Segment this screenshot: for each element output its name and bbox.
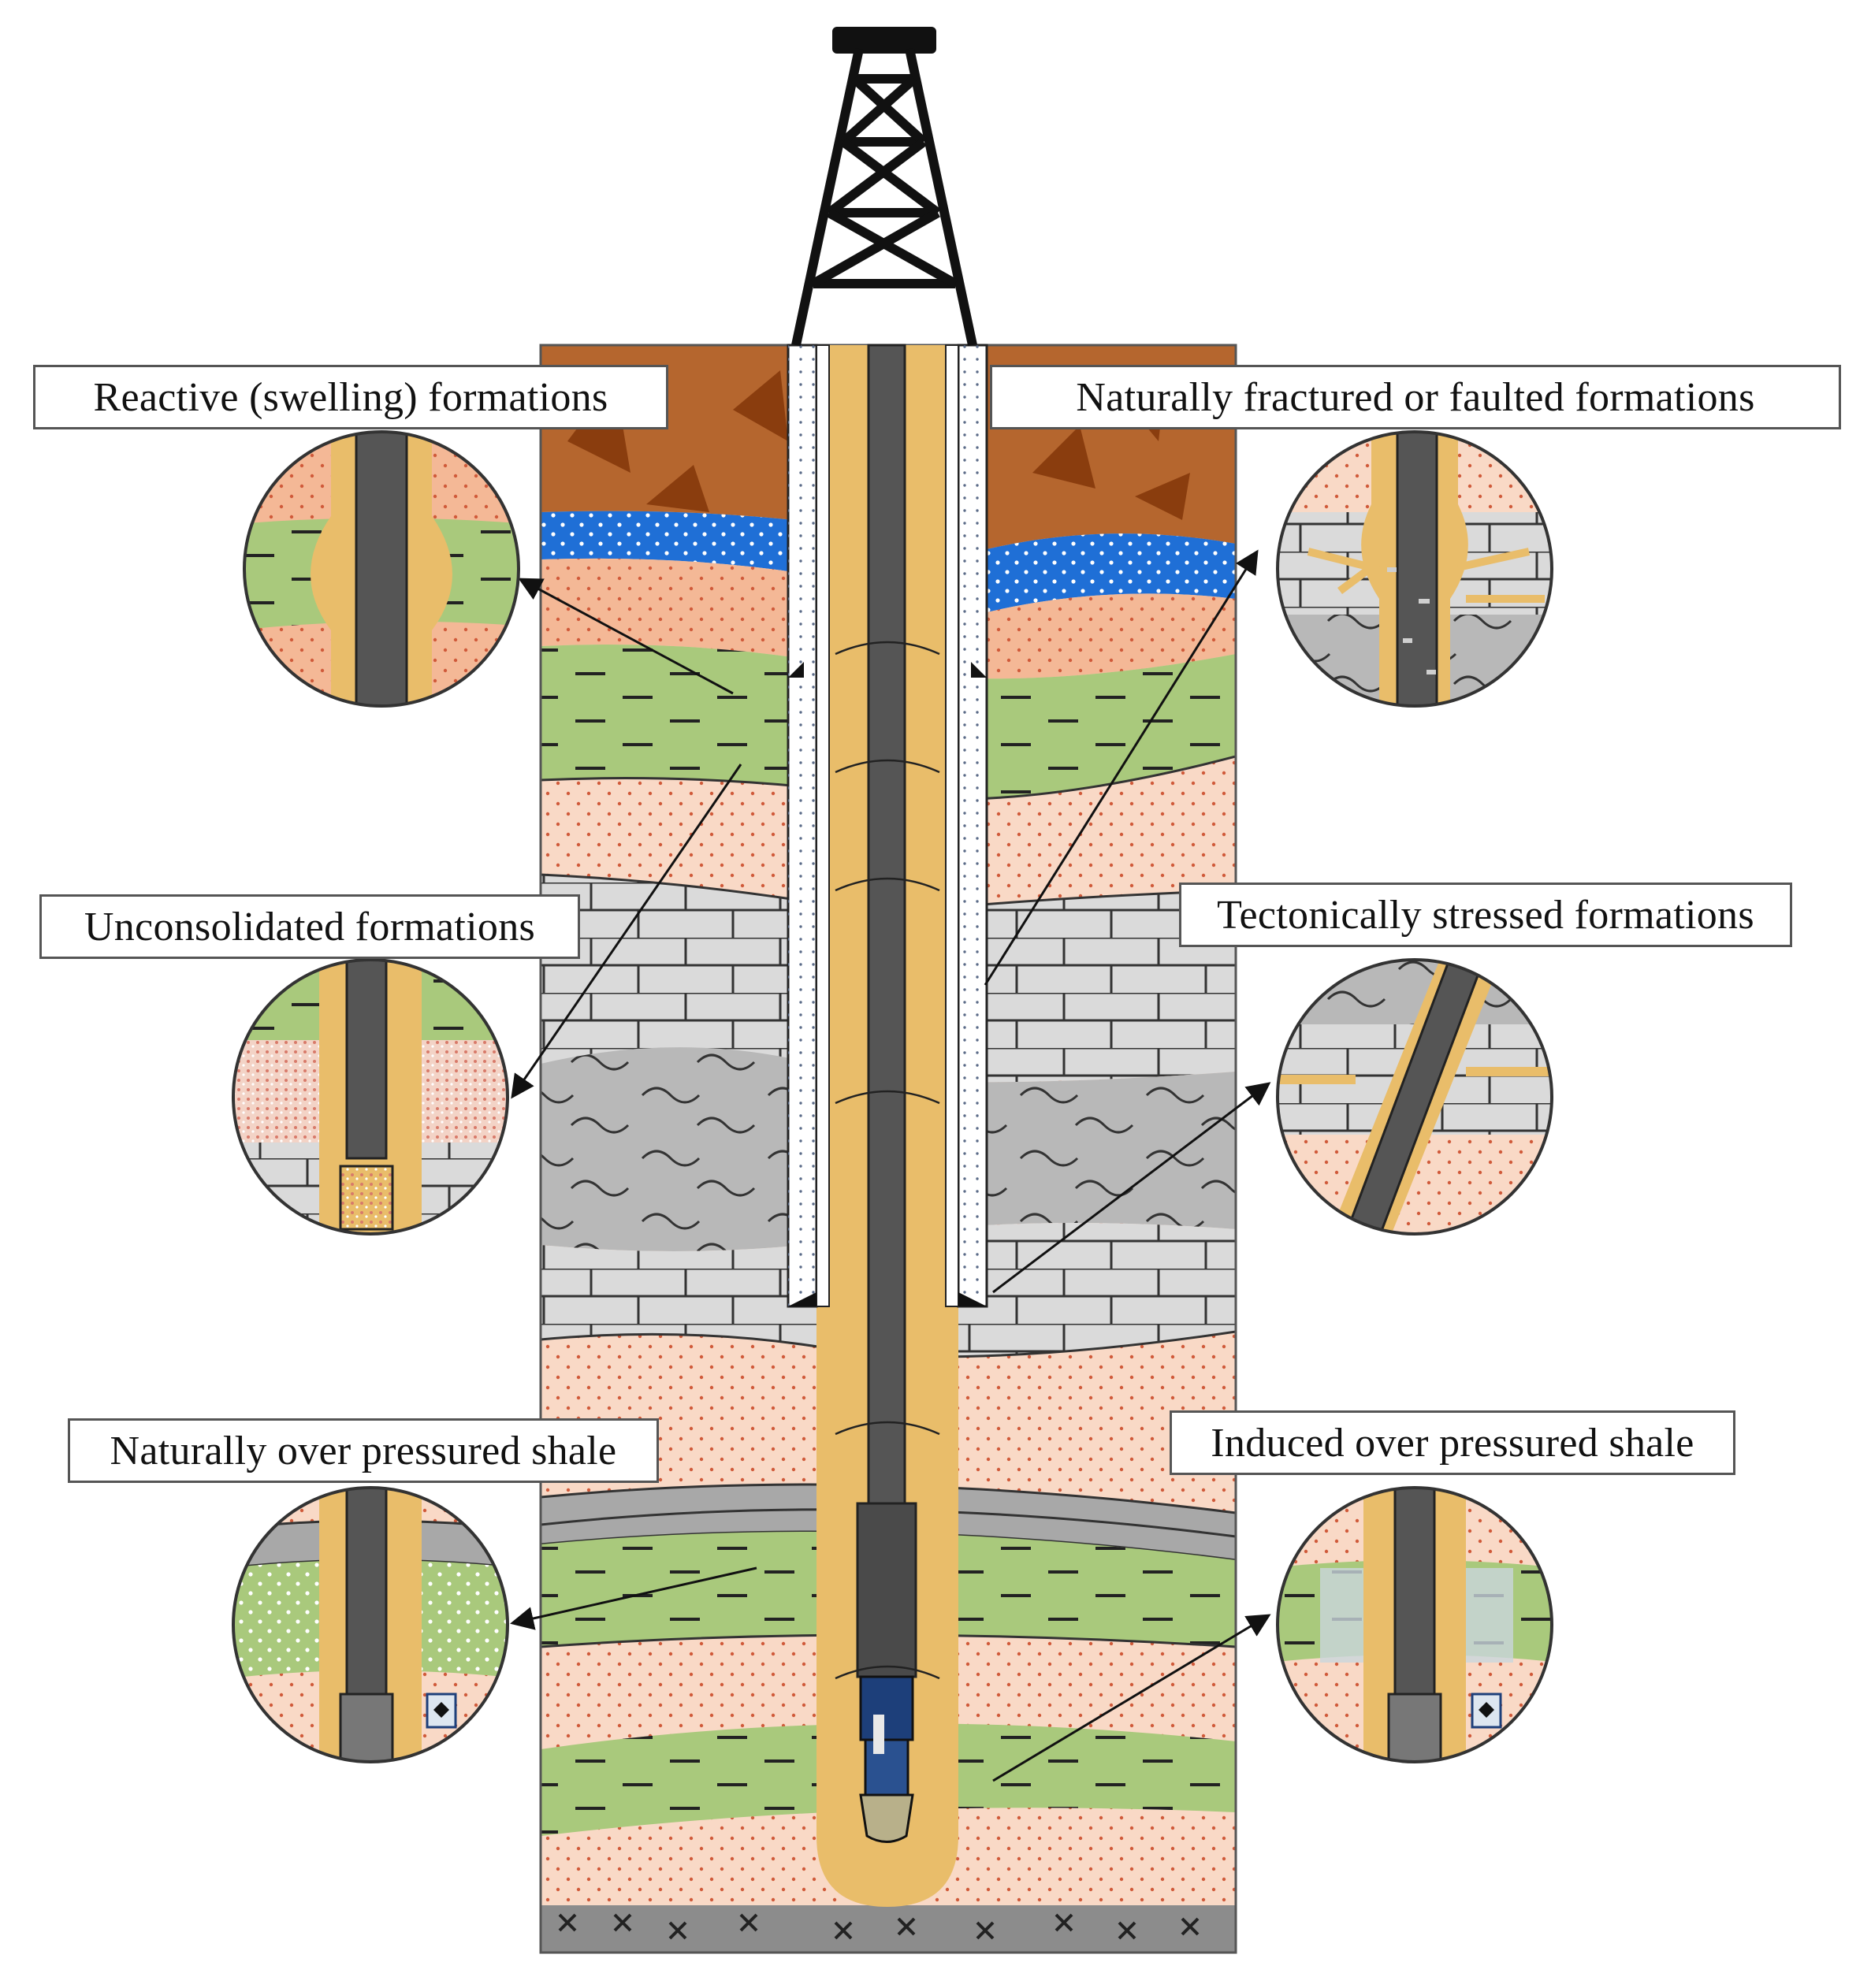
magnifier-circle-icon (1276, 1486, 1553, 1763)
magnifier-circle-icon (1276, 958, 1553, 1236)
wellbore (787, 344, 988, 1907)
label-tectonic-formations: Tectonically stressed formations (1179, 883, 1792, 947)
drill-bit-icon (859, 1715, 914, 1843)
magnifier-circle-icon (243, 430, 520, 708)
basement-layer (541, 1905, 1236, 1953)
drillpipe (867, 344, 906, 1505)
pressure-gauge-icon (1471, 1693, 1502, 1729)
magnifier-circle-icon (232, 958, 509, 1236)
label-reactive-formations: Reactive (swelling) formations (33, 365, 668, 429)
label-induced-overpressure: Induced over pressured shale (1170, 1410, 1735, 1475)
leader-lines (510, 549, 1271, 1782)
label-natural-overpressure: Naturally over pressured shale (68, 1418, 659, 1483)
drill-collar (856, 1502, 917, 1678)
magnifier-circle-icon (232, 1486, 509, 1763)
derrick-icon (791, 27, 977, 347)
pressure-gauge-icon (426, 1693, 457, 1729)
label-fractured-formations: Naturally fractured or faulted formation… (990, 365, 1841, 429)
label-unconsolidated-formations: Unconsolidated formations (39, 894, 580, 959)
magnifier-circle-icon (1276, 430, 1553, 708)
